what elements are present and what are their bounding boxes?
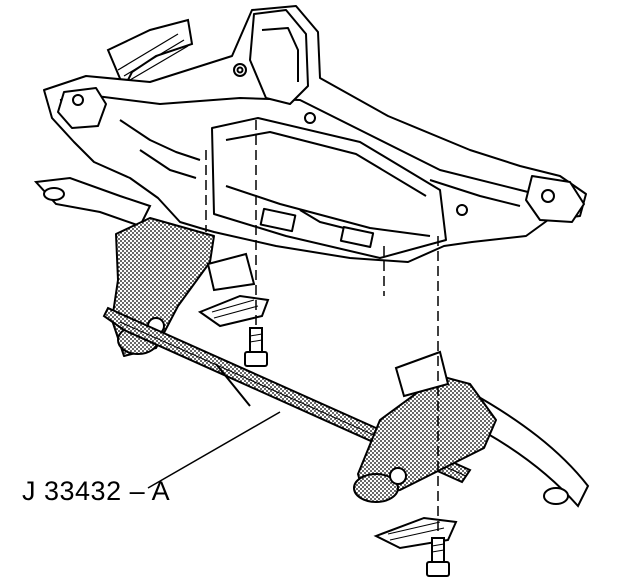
mount-pads: [197, 252, 458, 550]
support-tool-right-stand: [353, 375, 497, 503]
tool-callout-label: J 33432 – A: [22, 476, 171, 506]
alignment-lines: [205, 120, 439, 536]
engine-cradle-frame: [43, 5, 587, 263]
callout-leader-line: [147, 411, 281, 489]
left-side-rail: [33, 176, 152, 228]
mounting-bolts: [244, 327, 450, 577]
